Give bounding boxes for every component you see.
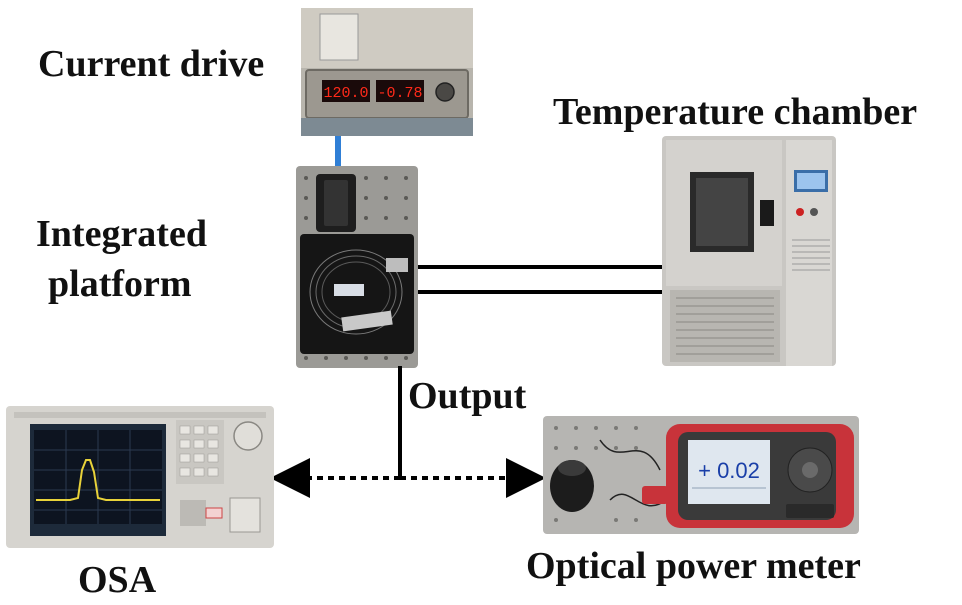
integrated-platform-photo — [296, 166, 418, 368]
optical-power-meter-photo: + 0.02 — [543, 416, 859, 534]
drive-knob — [435, 82, 455, 102]
integrated-platform-label-line1: Integrated — [36, 213, 207, 255]
osa-label: OSA — [78, 559, 157, 601]
osa-knob — [233, 421, 263, 451]
drive-display-left: 120.0 — [323, 85, 368, 102]
current-drive-photo: 120.0 -0.78 — [301, 8, 473, 136]
drive-display-right: -0.78 — [377, 85, 422, 102]
integrated-platform-label-line2: platform — [48, 263, 192, 305]
output-label: Output — [408, 375, 527, 417]
osa-trace — [36, 459, 160, 501]
temperature-chamber-photo — [662, 136, 836, 366]
osa-photo — [6, 406, 274, 548]
optical-power-meter-label: Optical power meter — [526, 545, 861, 587]
current-drive-label: Current drive — [38, 43, 265, 85]
temperature-chamber-label: Temperature chamber — [553, 91, 918, 133]
power-meter-reading: + 0.02 — [698, 458, 760, 483]
